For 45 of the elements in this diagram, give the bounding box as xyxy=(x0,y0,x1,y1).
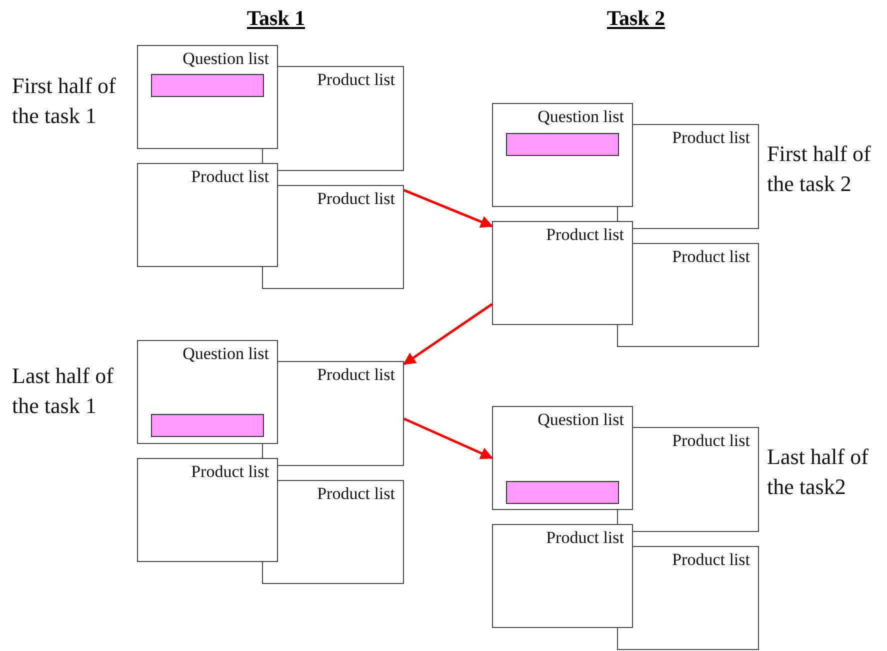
product-list-panel xyxy=(278,66,404,171)
arrow xyxy=(404,189,494,228)
highlight-bar xyxy=(151,414,264,437)
product-list-heading: Product list xyxy=(672,128,750,148)
product-list-panel xyxy=(278,185,404,289)
product-list-panel xyxy=(492,221,633,325)
product-list-panel xyxy=(137,458,278,562)
product-list-heading: Product list xyxy=(317,189,395,209)
product-list-heading: Product list xyxy=(317,365,395,385)
product-list-panel xyxy=(633,546,759,650)
question-list-heading: Question list xyxy=(182,344,269,364)
highlight-bar xyxy=(151,74,264,97)
arrow xyxy=(404,418,494,460)
column-title: Task 2 xyxy=(606,6,666,31)
product-list-panel xyxy=(492,524,633,628)
product-list-heading: Product list xyxy=(191,462,269,482)
phase-label: Last half of the task 1 xyxy=(12,362,114,420)
product-list-heading: Product list xyxy=(317,484,395,504)
phase-label: First half of the task 1 xyxy=(12,72,117,130)
phase-label: First half of the task 2 xyxy=(767,140,872,198)
question-list-panel xyxy=(137,340,278,444)
product-list-heading: Product list xyxy=(672,431,750,451)
column-title: Task 1 xyxy=(246,6,306,31)
phase-label: Last half of the task2 xyxy=(767,443,870,501)
product-list-panel xyxy=(633,124,759,229)
question-list-panel xyxy=(492,103,633,207)
question-list-heading: Question list xyxy=(538,107,624,127)
product-list-panel xyxy=(633,427,759,532)
product-list-heading: Product list xyxy=(672,550,750,570)
highlight-bar xyxy=(506,481,619,504)
product-list-panel xyxy=(278,480,404,584)
product-list-heading: Product list xyxy=(317,70,395,90)
product-list-panel xyxy=(278,361,404,466)
highlight-bar xyxy=(506,133,619,156)
product-list-panel xyxy=(137,163,278,267)
question-list-heading: Question list xyxy=(182,49,269,69)
product-list-panel xyxy=(633,243,759,347)
question-list-panel xyxy=(492,406,633,510)
question-list-panel xyxy=(137,45,278,149)
product-list-heading: Product list xyxy=(191,167,269,187)
product-list-heading: Product list xyxy=(546,528,624,548)
arrow xyxy=(402,303,493,366)
product-list-heading: Product list xyxy=(546,225,624,245)
product-list-heading: Product list xyxy=(672,247,750,267)
question-list-heading: Question list xyxy=(538,410,624,430)
